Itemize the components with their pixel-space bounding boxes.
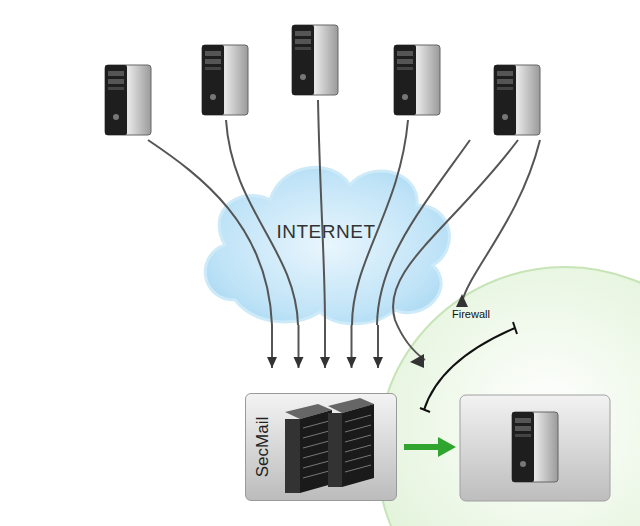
server-box: SecMail: [245, 393, 397, 501]
blocked-arrow-head: [410, 354, 424, 368]
firewall-tick: [513, 322, 517, 334]
internet-cloud: INTERNET: [195, 150, 457, 325]
protected-box: [460, 395, 610, 501]
client-computer: [105, 65, 151, 135]
firewall-tick: [420, 408, 430, 412]
traffic-arrow-line: [298, 325, 300, 368]
protected-server: [512, 412, 558, 482]
traffic-arrow-line: [351, 325, 353, 368]
traffic-line: [148, 140, 272, 325]
firewall-label: Firewall: [452, 308, 490, 320]
delivery-arrow: [404, 444, 440, 450]
client-computer: [292, 25, 338, 95]
blocked-line: [462, 140, 540, 302]
client-computer: [394, 45, 440, 115]
box-label: SecMail: [253, 417, 273, 477]
client-computer: [202, 45, 248, 115]
arrow-head: [267, 357, 277, 368]
arrow-head: [373, 357, 383, 368]
server-rack: [285, 404, 332, 493]
client-computer: [494, 65, 540, 135]
delivery-arrow-head: [438, 437, 456, 457]
arrow-head: [294, 357, 304, 368]
traffic-arrow-line: [324, 325, 326, 368]
traffic-line: [226, 120, 298, 325]
traffic-line: [352, 120, 408, 325]
traffic-line: [377, 140, 470, 325]
traffic-arrow-line: [377, 325, 379, 368]
traffic-line: [318, 100, 325, 325]
arrow-head: [320, 357, 330, 368]
firewall-arc: [424, 328, 515, 410]
server-rack: [328, 398, 374, 487]
blocked-arrow-head: [456, 294, 468, 307]
traffic-arrows: [267, 325, 383, 368]
traffic-arrow-line: [271, 325, 273, 368]
blocked-line: [393, 140, 518, 360]
cloud-label: INTERNET: [277, 221, 376, 243]
arrow-head: [347, 357, 357, 368]
